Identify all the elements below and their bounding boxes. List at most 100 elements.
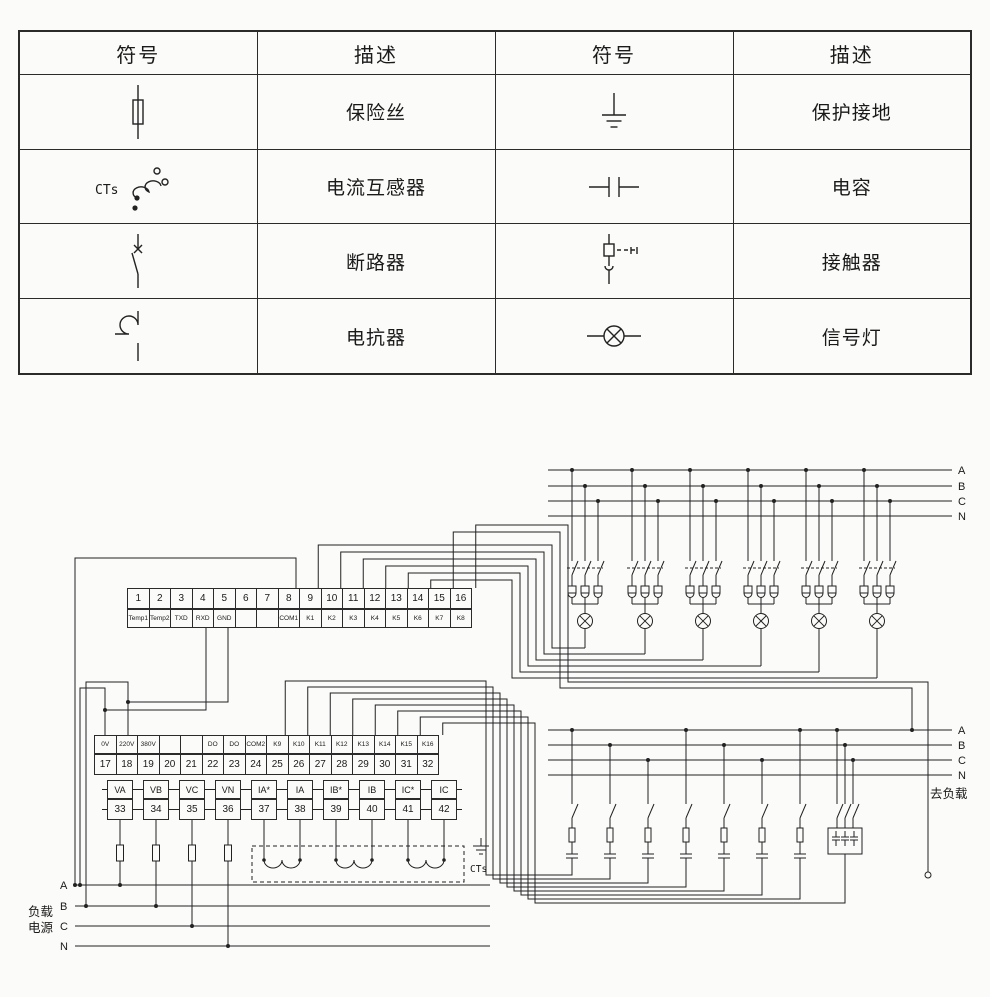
- terminal-label: K2: [320, 609, 343, 628]
- legend-header-symbol-2: 符号: [494, 30, 734, 75]
- fuse-icon: [132, 84, 144, 139]
- source-bus-label-b: B: [60, 901, 67, 913]
- terminal-label: VC: [179, 780, 205, 799]
- legend-desc: 电流互感器: [256, 148, 496, 225]
- terminal-label: VA: [107, 780, 133, 799]
- terminal-label: K10: [287, 735, 310, 754]
- terminal-label: [234, 609, 257, 628]
- terminal-cell: 7: [256, 588, 279, 628]
- terminal-number: 26: [287, 754, 310, 775]
- terminal-number: 10: [320, 588, 343, 609]
- terminal-number: 31: [395, 754, 418, 775]
- legend-symbol-cell: [18, 223, 258, 300]
- source-bus-label-a: A: [60, 880, 68, 892]
- top-bus-label-b: B: [958, 481, 965, 493]
- terminal-label: 0V: [94, 735, 117, 754]
- terminal-label: GND: [213, 609, 236, 628]
- terminal-number: 23: [223, 754, 246, 775]
- terminal-number: 14: [406, 588, 429, 609]
- legend-desc: 断路器: [256, 223, 496, 300]
- terminal-label: 220V: [115, 735, 138, 754]
- terminal-label: RXD: [191, 609, 214, 628]
- terminal-number: 24: [244, 754, 267, 775]
- wires: [73, 468, 952, 948]
- reactor-icon: [115, 311, 139, 362]
- terminal-number: 17: [94, 754, 117, 775]
- to-load-label: 去负载: [930, 787, 968, 801]
- legend-symbol-cell: CTs: [18, 148, 258, 225]
- legend-header-desc-2: 描述: [732, 30, 972, 75]
- terminal-label: K12: [330, 735, 353, 754]
- legend-row: 电抗器 信号灯: [18, 298, 972, 375]
- terminal-number: 32: [416, 754, 439, 775]
- terminal-label: COM2: [244, 735, 267, 754]
- terminal-number: 39: [323, 799, 349, 820]
- legend-symbol-cell: [18, 298, 258, 375]
- terminal-number: 12: [363, 588, 386, 609]
- terminal-number: 40: [359, 799, 385, 820]
- terminal-cell: 20: [158, 735, 181, 775]
- top-bus-label-a: A: [958, 465, 966, 477]
- terminal-label: K3: [342, 609, 365, 628]
- ct-symbol-label: CTs: [95, 183, 118, 198]
- terminal-label: K1: [299, 609, 322, 628]
- legend-desc: 信号灯: [732, 298, 972, 375]
- mid-bus-label-n: N: [958, 770, 966, 782]
- current-transformer-icon: CTs: [95, 166, 169, 211]
- terminal-label: DO: [223, 735, 246, 754]
- source-bus-label-c: C: [60, 921, 68, 933]
- source-bus-label-n: N: [60, 941, 68, 953]
- terminal-number: 15: [428, 588, 451, 609]
- terminal-number: 41: [395, 799, 421, 820]
- capacitor-icon: [589, 176, 639, 197]
- terminal-number: 18: [115, 754, 138, 775]
- terminal-number: 35: [179, 799, 205, 820]
- terminal-number: 33: [107, 799, 133, 820]
- legend-desc: 保险丝: [256, 74, 496, 150]
- terminal-number: 27: [309, 754, 332, 775]
- terminal-label: IB*: [323, 780, 349, 799]
- terminal-number: 38: [287, 799, 313, 820]
- legend-desc: 电抗器: [256, 298, 496, 375]
- terminal-cell: 21: [180, 735, 203, 775]
- terminal-label: DO: [201, 735, 224, 754]
- terminal-label: VB: [143, 780, 169, 799]
- terminal-label: IC: [431, 780, 457, 799]
- terminal-label: [256, 609, 279, 628]
- legend-header-row: 符号 描述 符号 描述: [18, 30, 972, 75]
- legend-header-desc-1: 描述: [256, 30, 496, 75]
- terminal-number: 36: [215, 799, 241, 820]
- terminal-label: K8: [449, 609, 472, 628]
- terminal-number: 21: [180, 754, 203, 775]
- terminal-number: 34: [143, 799, 169, 820]
- terminal-cell: IB*39: [318, 780, 354, 820]
- terminal-label: K11: [309, 735, 332, 754]
- terminal-number: 37: [251, 799, 277, 820]
- legend-row: CTs 电流互感器 电容: [18, 148, 972, 225]
